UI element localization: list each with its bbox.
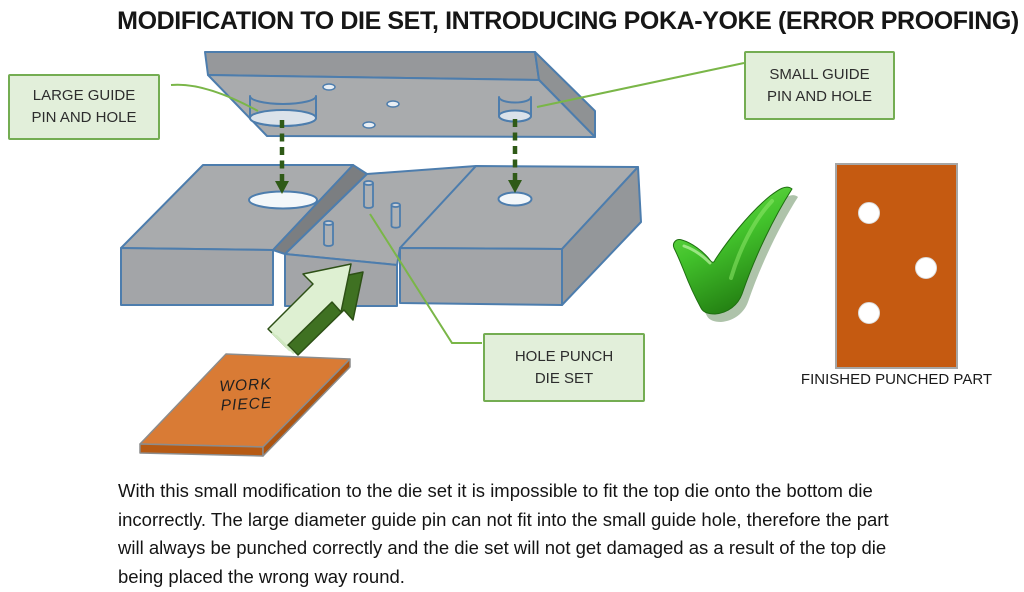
lower-die-right-block bbox=[399, 165, 642, 306]
large-guide-pin bbox=[249, 95, 317, 127]
right-block-front bbox=[399, 247, 563, 306]
leader-line-hole-punch bbox=[369, 213, 482, 344]
callout-hole-punch-text: HOLE PUNCH DIE SET bbox=[514, 347, 614, 387]
explanation-line: With this small modification to the die … bbox=[118, 480, 873, 501]
work-piece bbox=[139, 353, 351, 457]
callout-small-guide-text: SMALL GUIDE PIN AND HOLE bbox=[766, 65, 873, 105]
leader-lines bbox=[170, 62, 745, 344]
work-piece-front-edge bbox=[139, 443, 264, 457]
explanation-paragraph: With this small modification to the die … bbox=[118, 477, 1008, 591]
punch-holes-upper bbox=[322, 83, 400, 129]
alignment-arrow-left bbox=[275, 120, 289, 194]
check-mark-icon bbox=[673, 186, 798, 322]
guide-hole-small bbox=[497, 191, 533, 207]
finished-part bbox=[835, 163, 958, 369]
insert-arrow bbox=[267, 263, 364, 356]
leader-line-small-guide bbox=[536, 62, 745, 108]
leader-line-large-guide bbox=[170, 83, 259, 112]
upper-die bbox=[204, 51, 596, 138]
explanation-line: being placed the wrong way round. bbox=[118, 565, 405, 587]
page-title: MODIFICATION TO DIE SET, INTRODUCING POK… bbox=[117, 7, 1019, 35]
left-block-front bbox=[120, 247, 274, 306]
explanation-line: incorrectly. The large diameter guide pi… bbox=[118, 508, 889, 530]
finished-part-holes bbox=[858, 202, 937, 324]
lower-die-left-block bbox=[120, 164, 368, 306]
callout-large-guide: LARGE GUIDE PIN AND HOLE bbox=[8, 74, 160, 140]
explanation-line: will always be punched correctly and the… bbox=[118, 537, 887, 558]
alignment-arrows bbox=[275, 119, 522, 194]
guide-hole-large bbox=[248, 190, 318, 210]
callout-large-guide-text: LARGE GUIDE PIN AND HOLE bbox=[31, 87, 137, 126]
finished-part-label: FINISHED PUNCHED PART bbox=[800, 371, 993, 388]
lower-die bbox=[120, 164, 642, 307]
callout-small-guide: SMALL GUIDE PIN AND HOLE bbox=[744, 51, 895, 120]
insert-arrow-tail-stripes bbox=[271, 331, 295, 355]
work-piece-label: WORK PIECE bbox=[218, 375, 273, 415]
alignment-arrow-right bbox=[508, 119, 522, 193]
punch-pins bbox=[323, 180, 401, 247]
callout-hole-punch: HOLE PUNCH DIE SET bbox=[483, 333, 645, 402]
work-piece-right-edge bbox=[262, 358, 351, 457]
right-block-side bbox=[561, 166, 642, 306]
